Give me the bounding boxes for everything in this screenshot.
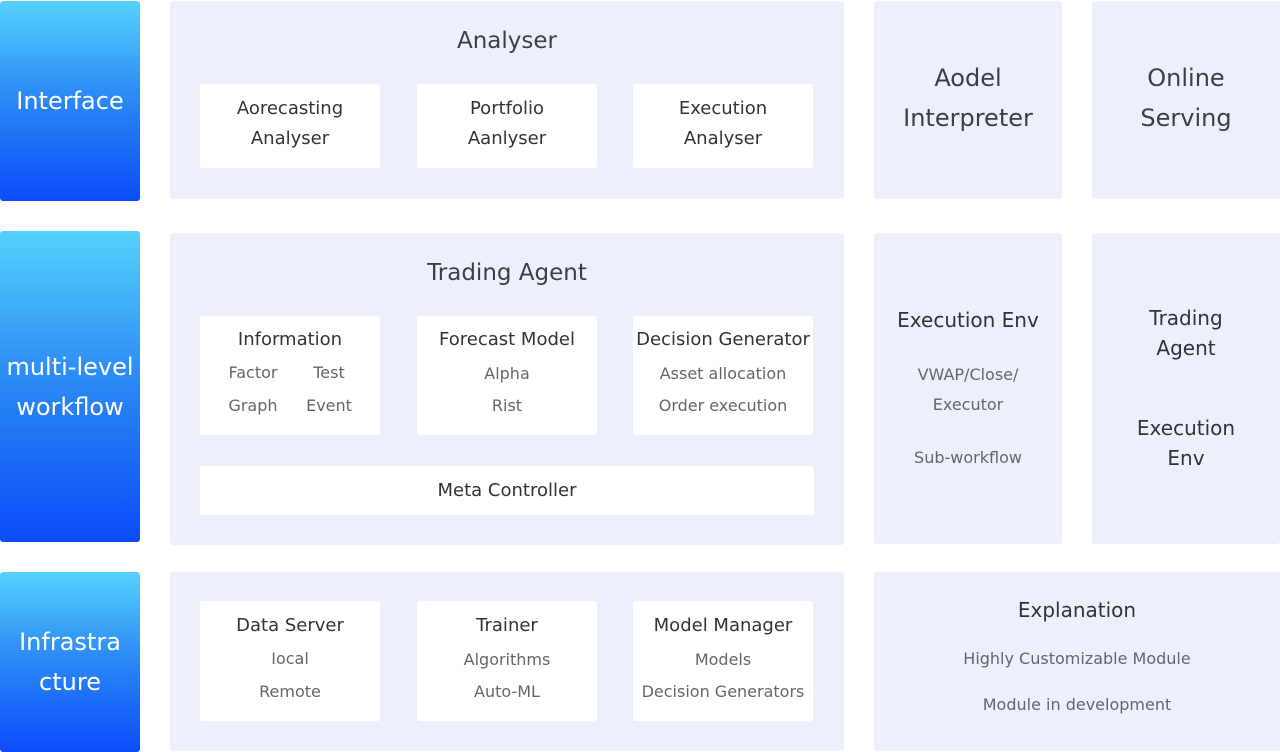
portfolio-analyser-card: Portfolio Aanlyser [417,84,597,168]
forecast-model-alpha: Alpha [484,364,530,383]
execution-env-panel: Execution Env VWAP/Close/ Executor Sub-w… [874,233,1062,544]
trading-agent-title: Trading Agent [427,260,587,286]
online-serving-panel: Online Serving [1092,1,1280,199]
data-server-title: Data Server [236,615,344,636]
nested-workflow-panel: Trading Agent Execution Env [1092,233,1280,544]
information-event: Event [306,396,352,415]
decision-generator-title: Decision Generator [636,329,810,350]
model-manager-decision-generators: Decision Generators [641,682,805,701]
meta-controller-card: Meta Controller [200,466,814,515]
forecasting-analyser-card: Aorecasting Analyser [200,84,380,168]
layer-interface-label: Interface [16,87,124,115]
online-serving-label: Online Serving [1140,64,1232,132]
decision-generator-order-execution: Order execution [658,396,788,415]
execution-env-sub-workflow: Sub-workflow [914,448,1022,467]
model-interpreter-label: Aodel Interpreter [903,64,1033,132]
decision-generator-card: Decision Generator Asset allocation Orde… [633,316,813,435]
execution-env-detail: VWAP/Close/ Executor [917,365,1019,414]
nested-execution-env-label: Execution Env [1136,416,1236,470]
forecast-model-title: Forecast Model [439,329,575,350]
analyser-panel: Analyser Aorecasting Analyser Portfolio … [170,1,844,199]
explanation-module-in-development: Module in development [982,695,1172,714]
layer-infrastructure: Infrastra cture [0,572,140,752]
forecasting-analyser-label: Aorecasting Analyser [236,98,344,149]
explanation-panel: Explanation Highly Customizable Module M… [874,572,1280,751]
information-graph: Graph [228,396,278,415]
trainer-algorithms: Algorithms [463,650,551,669]
trading-agent-panel: Trading Agent Information Factor Test Gr… [170,233,844,545]
layer-interface: Interface [0,1,140,201]
layer-workflow-label: multi-level workflow [6,352,134,421]
execution-analyser-label: Execution Analyser [678,98,768,149]
trainer-title: Trainer [476,615,538,636]
layer-workflow: multi-level workflow [0,231,140,542]
meta-controller-label: Meta Controller [437,480,577,501]
model-manager-card: Model Manager Models Decision Generators [633,601,813,721]
portfolio-analyser-label: Portfolio Aanlyser [467,98,547,149]
explanation-customizable-module: Highly Customizable Module [963,649,1191,668]
layer-infrastructure-label: Infrastra cture [19,628,121,696]
model-interpreter-panel: Aodel Interpreter [874,1,1062,199]
data-server-card: Data Server Iocal Remote [200,601,380,721]
model-manager-title: Model Manager [653,615,793,636]
trainer-auto-ml: Auto-ML [474,682,540,701]
data-server-remote: Remote [259,682,321,701]
information-test: Test [313,363,345,382]
forecast-model-risk: Rist [491,396,523,415]
data-server-local: Iocal [271,649,309,668]
explanation-title: Explanation [1017,598,1137,622]
decision-generator-asset-allocation: Asset allocation [659,364,787,383]
information-card: Information Factor Test Graph Event [200,316,380,435]
information-factor: Factor [228,363,278,382]
model-manager-models: Models [694,650,752,669]
trainer-card: Trainer Algorithms Auto-ML [417,601,597,721]
information-title: Information [237,329,343,350]
analyser-title: Analyser [457,28,557,54]
execution-env-title: Execution Env [897,308,1039,332]
infrastructure-panel: Data Server Iocal Remote Trainer Algorit… [170,572,844,751]
execution-analyser-card: Execution Analyser [633,84,813,168]
forecast-model-card: Forecast Model Alpha Rist [417,316,597,435]
nested-trading-agent-label: Trading Agent [1149,306,1223,360]
